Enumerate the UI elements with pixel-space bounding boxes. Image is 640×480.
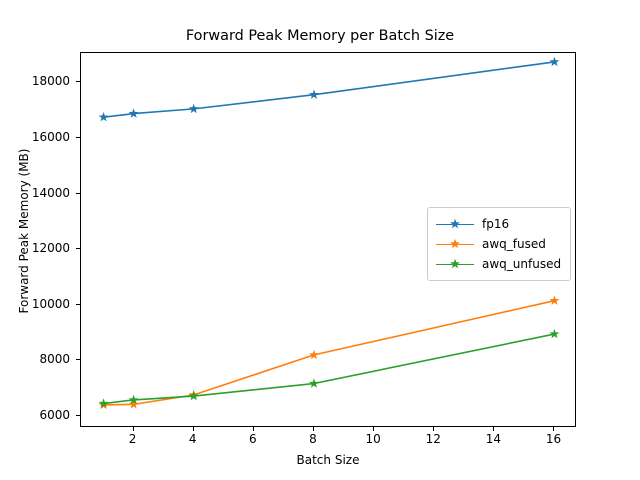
y-tick-label: 10000: [31, 296, 70, 311]
y-tick-mark: [76, 359, 80, 361]
legend-swatch-icon: [436, 237, 474, 251]
x-tick-mark: [433, 427, 435, 431]
x-tick-label: 8: [309, 432, 317, 446]
y-tick-mark: [76, 248, 80, 250]
data-point-marker: [188, 390, 199, 401]
x-axis-label: Batch Size: [296, 453, 360, 467]
y-tick-mark: [76, 303, 80, 305]
data-point-marker: [98, 398, 109, 408]
data-point-marker: [309, 378, 319, 388]
data-point-marker: [549, 328, 560, 339]
series-awq_fused: [98, 295, 560, 410]
data-point-marker: [309, 89, 319, 99]
plot-area: [80, 52, 576, 427]
series-line: [102, 333, 556, 405]
x-tick-label: 2: [128, 432, 137, 446]
y-tick-label: 16000: [31, 130, 70, 145]
data-point-marker: [128, 394, 139, 405]
star-icon: [450, 238, 460, 249]
y-tick-mark: [76, 192, 80, 194]
legend-label: fp16: [482, 217, 510, 231]
x-tick-label: 12: [425, 432, 441, 446]
y-tick-label: 18000: [31, 74, 70, 89]
series-fp16: [98, 56, 560, 122]
x-tick-label: 14: [485, 432, 501, 446]
data-point-marker: [128, 108, 139, 118]
page-title: Forward Peak Memory per Batch Size: [185, 28, 455, 44]
x-tick-mark: [493, 427, 495, 431]
star-icon: [450, 218, 460, 229]
data-point-marker: [128, 399, 139, 409]
x-tick-mark: [312, 427, 314, 431]
data-point-marker: [188, 103, 199, 114]
x-tick-label: 6: [249, 432, 257, 446]
series-line: [102, 299, 556, 406]
data-point-marker: [549, 56, 560, 67]
y-tick-label: 6000: [39, 408, 70, 423]
x-tick-mark: [192, 427, 194, 431]
x-tick-mark: [252, 427, 254, 431]
y-tick-mark: [76, 81, 80, 83]
series-line: [102, 61, 556, 119]
series-awq_unfused: [98, 328, 560, 408]
legend-item-awq_unfused[interactable]: awq_unfused: [436, 254, 561, 274]
x-tick-mark: [373, 427, 375, 431]
x-tick-mark: [132, 427, 134, 431]
x-tick-label: 10: [365, 432, 381, 446]
x-axis-tick-labels: 2 4 6 8 10 12 14 16: [0, 432, 640, 450]
y-tick-label: 12000: [31, 241, 70, 256]
x-tick-mark: [553, 427, 555, 431]
data-point-marker: [309, 349, 319, 360]
data-point-marker: [98, 112, 109, 122]
legend: fp16 awq_fused awq_unfused: [427, 207, 572, 281]
y-axis-tick-labels: 6000 8000 10000 12000 14000 16000 18000: [0, 52, 70, 427]
y-tick-mark: [76, 415, 80, 417]
y-tick-mark: [76, 137, 80, 139]
legend-swatch-icon: [436, 217, 474, 231]
star-icon: [450, 258, 460, 269]
legend-item-fp16[interactable]: fp16: [436, 214, 561, 234]
legend-label: awq_fused: [482, 237, 546, 251]
y-tick-label: 8000: [39, 352, 70, 367]
y-tick-label: 14000: [31, 185, 70, 200]
legend-swatch-icon: [436, 257, 474, 271]
x-tick-label: 16: [545, 432, 562, 446]
x-tick-label: 4: [188, 432, 197, 446]
series-canvas: [98, 56, 560, 410]
data-point-marker: [549, 295, 560, 305]
legend-item-awq_fused[interactable]: awq_fused: [436, 234, 561, 254]
legend-label: awq_unfused: [482, 257, 562, 271]
